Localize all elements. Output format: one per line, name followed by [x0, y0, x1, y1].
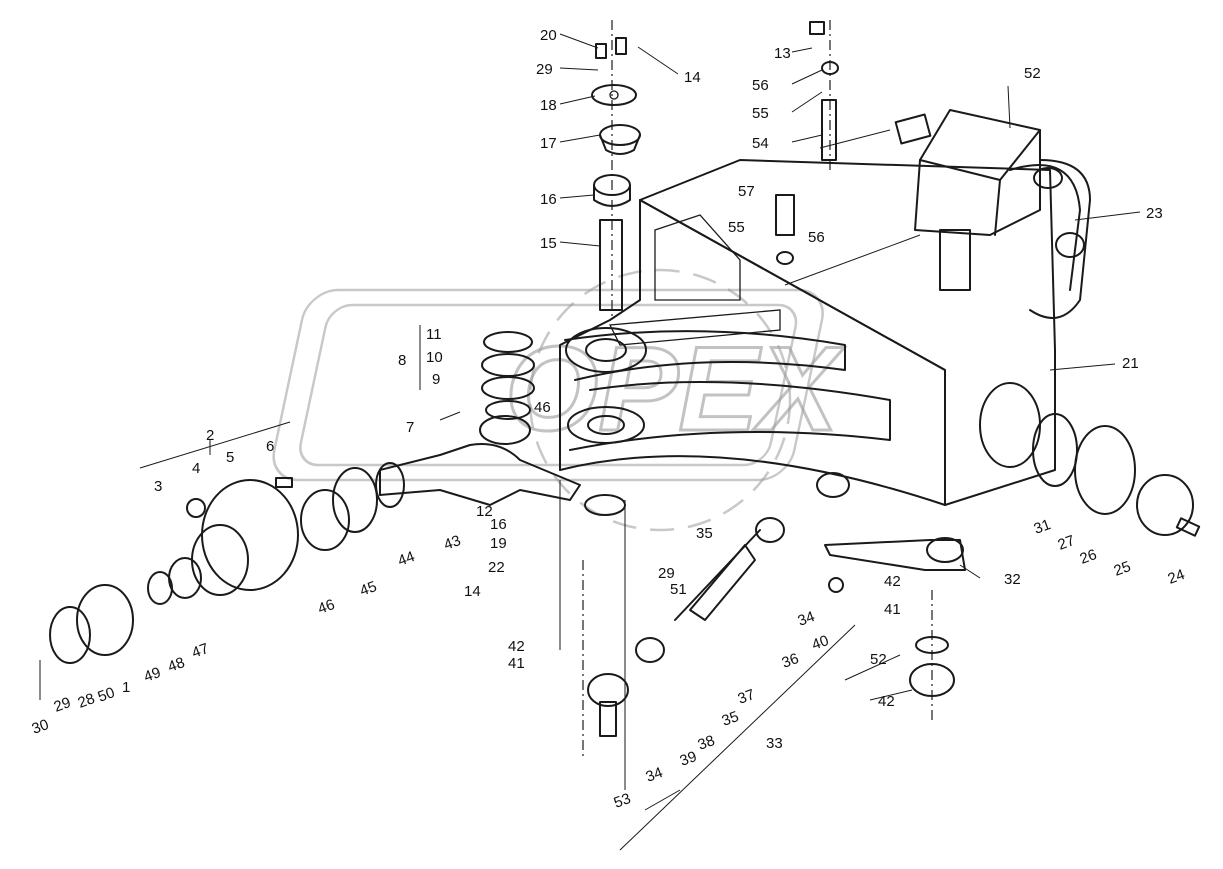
callout-41a: 41 [884, 601, 901, 618]
callout-56b: 56 [808, 229, 825, 246]
right-seal-rings [979, 382, 1201, 537]
callout-57: 57 [738, 183, 755, 200]
callout-53: 53 [612, 790, 633, 812]
callout-8: 8 [398, 352, 406, 369]
callout-3: 3 [154, 478, 162, 495]
callout-46a: 46 [316, 596, 337, 618]
callout-9: 9 [432, 371, 440, 388]
steering-linkage [587, 472, 966, 737]
callout-labels: 1 2 3 4 5 6 7 8 9 10 11 12 13 14 14 15 1… [30, 27, 1187, 812]
callout-52b: 52 [870, 651, 887, 668]
steering-knuckle-hub [49, 415, 626, 664]
callout-38: 38 [696, 732, 717, 754]
callout-46b: 46 [534, 399, 551, 416]
callout-4: 4 [192, 460, 200, 477]
callout-29c: 29 [52, 694, 73, 716]
callout-39: 39 [678, 748, 699, 770]
callout-50: 50 [96, 684, 117, 706]
callout-34a: 34 [796, 608, 817, 630]
leader-lines [39, 20, 1141, 851]
callout-26: 26 [1078, 546, 1099, 568]
callout-30: 30 [30, 716, 51, 738]
callout-14b: 14 [464, 583, 481, 600]
callout-2: 2 [206, 427, 214, 444]
axle-housing [559, 159, 1091, 506]
callout-24: 24 [1166, 566, 1187, 588]
callout-55b: 55 [728, 219, 745, 236]
callout-27: 27 [1056, 532, 1077, 554]
callout-41b: 41 [508, 655, 525, 672]
callout-37: 37 [736, 686, 757, 708]
callout-1: 1 [122, 679, 130, 696]
callout-16b: 16 [490, 516, 507, 533]
watermark-logo: OPEX [272, 268, 847, 532]
callout-33: 33 [766, 735, 783, 752]
callout-5: 5 [226, 449, 234, 466]
callout-35a: 35 [696, 525, 713, 542]
callout-42b: 42 [508, 638, 525, 655]
callout-43: 43 [442, 532, 463, 554]
callout-19: 19 [490, 535, 507, 552]
callout-48: 48 [166, 654, 187, 676]
callout-45: 45 [358, 578, 379, 600]
callout-16a: 16 [540, 191, 557, 208]
callout-29b: 29 [658, 565, 675, 582]
callout-44: 44 [396, 548, 417, 570]
callout-51: 51 [670, 581, 687, 598]
callout-29a: 29 [536, 61, 553, 78]
callout-12: 12 [476, 503, 493, 520]
callout-52a: 52 [1024, 65, 1041, 82]
callout-36: 36 [780, 650, 801, 672]
callout-7: 7 [406, 419, 414, 436]
callout-21: 21 [1122, 355, 1139, 372]
callout-6: 6 [266, 438, 274, 455]
callout-42a: 42 [884, 573, 901, 590]
callout-11: 11 [426, 326, 442, 343]
kingpin-upper-assembly [481, 37, 647, 444]
callout-40: 40 [810, 632, 831, 654]
callout-22: 22 [488, 559, 505, 576]
callout-25: 25 [1112, 558, 1133, 580]
callout-18: 18 [540, 97, 557, 114]
callout-31: 31 [1032, 516, 1053, 538]
callout-35b: 35 [720, 708, 741, 730]
callout-20: 20 [540, 27, 557, 44]
callout-42c: 42 [878, 693, 895, 710]
callout-56a: 56 [752, 77, 769, 94]
steering-gear-box [775, 21, 1041, 291]
callout-32: 32 [1004, 571, 1021, 588]
callout-55a: 55 [752, 105, 769, 122]
callout-47: 47 [190, 640, 211, 662]
callout-13: 13 [774, 45, 791, 62]
callout-10: 10 [426, 349, 443, 366]
callout-34b: 34 [644, 764, 665, 786]
callout-28: 28 [76, 690, 97, 712]
callout-54: 54 [752, 135, 769, 152]
callout-15: 15 [540, 235, 557, 252]
callout-23: 23 [1146, 205, 1163, 222]
callout-14a: 14 [684, 69, 701, 86]
callout-49: 49 [142, 664, 163, 686]
callout-17: 17 [540, 135, 557, 152]
